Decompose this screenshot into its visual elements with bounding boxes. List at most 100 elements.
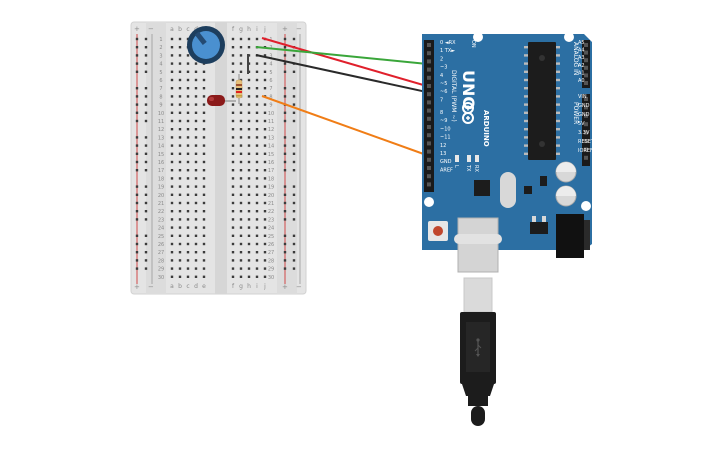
digital-pin-label: 7 xyxy=(440,97,443,103)
row-number: 6 xyxy=(159,78,162,84)
row-number: 17 xyxy=(268,168,274,174)
power-pin-label: IOREF xyxy=(578,148,593,154)
digital-pin-label: ~11 xyxy=(440,135,451,141)
uno-label: UNO xyxy=(459,70,478,110)
reset-button-cap[interactable] xyxy=(433,226,443,236)
row-number: 20 xyxy=(158,193,164,199)
power-label: POWER xyxy=(572,102,579,124)
usb-chip xyxy=(474,180,490,196)
column-letter: f xyxy=(232,26,235,33)
row-number: 16 xyxy=(268,160,274,166)
row-number: 4 xyxy=(159,62,162,68)
column-letter: e xyxy=(202,283,206,290)
mount-hole xyxy=(581,201,591,211)
analog-pin-label: A2 xyxy=(578,63,585,69)
row-number: 26 xyxy=(158,242,164,248)
digital-pin-label: ~9 xyxy=(440,118,447,124)
digital-pin-label: GND xyxy=(440,159,452,165)
analog-label: ANALOG IN xyxy=(572,42,579,75)
row-number: 30 xyxy=(268,275,274,281)
digital-pin-label: ~6 xyxy=(440,89,447,95)
row-number: 14 xyxy=(158,144,164,150)
row-number: 13 xyxy=(268,135,274,141)
row-number: 11 xyxy=(268,119,274,125)
column-letter: b xyxy=(178,283,182,290)
column-letter: d xyxy=(194,283,198,290)
row-number: 5 xyxy=(269,70,272,76)
row-number: 14 xyxy=(268,144,274,150)
rail-plus-label: + xyxy=(134,283,140,291)
mount-hole xyxy=(473,32,483,42)
row-number: 27 xyxy=(268,250,274,256)
power-pin-label: RESET xyxy=(578,139,595,145)
row-number: 25 xyxy=(158,234,164,240)
small-chip xyxy=(540,176,547,186)
column-letter: g xyxy=(239,283,243,290)
row-number: 12 xyxy=(158,127,164,133)
tx-led xyxy=(467,155,471,162)
column-letter: b xyxy=(178,26,182,33)
potentiometer-icon[interactable] xyxy=(187,26,225,64)
row-number: 2 xyxy=(159,45,162,51)
digital-pin-label: ~3 xyxy=(440,65,447,71)
row-number: 23 xyxy=(158,217,164,223)
row-number: 24 xyxy=(268,226,274,232)
voltage-regulator xyxy=(530,222,548,234)
rail-minus-label: − xyxy=(296,25,302,33)
row-number: 12 xyxy=(268,127,274,133)
l-led xyxy=(455,155,459,162)
arduino-uno-board[interactable]: 0 ◄RX1 TX►2~34~5~678~9~10~111213GNDAREF … xyxy=(422,32,595,273)
row-number: 29 xyxy=(158,267,164,273)
column-letter: a xyxy=(170,283,174,290)
row-number: 28 xyxy=(268,258,274,264)
digital-pin-label: 8 xyxy=(440,110,443,116)
column-letter: h xyxy=(247,283,251,290)
usb-port xyxy=(457,217,499,273)
row-number: 17 xyxy=(158,168,164,174)
analog-pin-label: A3 xyxy=(578,55,585,61)
row-number: 3 xyxy=(159,53,162,59)
breadboard[interactable]: + − + − + − + − abcdefghijabcdefghij 112… xyxy=(130,21,307,295)
row-number: 30 xyxy=(158,275,164,281)
row-number: 7 xyxy=(159,86,162,92)
led-icon[interactable] xyxy=(207,95,236,106)
breadboard-center-channel xyxy=(215,22,227,294)
digital-pin-label: 4 xyxy=(440,73,443,79)
analog-header[interactable] xyxy=(582,40,590,88)
row-number: 3 xyxy=(269,53,272,59)
digital-pin-label: AREF xyxy=(440,167,453,173)
digital-pin-label: 0 ◄RX xyxy=(440,40,456,46)
power-header[interactable] xyxy=(582,94,590,166)
power-pin-label: 5V xyxy=(578,121,585,127)
row-number: 16 xyxy=(158,160,164,166)
power-jack xyxy=(556,214,584,258)
l-label: L xyxy=(453,165,459,168)
resistor-icon[interactable] xyxy=(235,74,243,104)
row-number: 29 xyxy=(268,267,274,273)
column-letter: i xyxy=(256,26,258,33)
analog-pin-label: A5 xyxy=(578,40,585,46)
row-number: 19 xyxy=(268,185,274,191)
microcontroller-chip xyxy=(528,42,556,160)
row-number: 5 xyxy=(159,70,162,76)
row-number: 28 xyxy=(158,258,164,264)
wire-orange[interactable] xyxy=(261,95,433,158)
on-label: ON xyxy=(470,40,476,48)
digital-header[interactable] xyxy=(424,40,434,192)
digital-pin-label: 13 xyxy=(440,151,446,157)
row-number: 8 xyxy=(159,94,162,100)
row-number: 9 xyxy=(159,103,162,109)
rx-label: RX xyxy=(473,165,479,172)
row-number: 10 xyxy=(158,111,164,117)
tx-label: TX xyxy=(465,164,471,172)
small-chip xyxy=(524,186,532,194)
row-number: 25 xyxy=(268,234,274,240)
row-number: 21 xyxy=(158,201,164,207)
column-letter: i xyxy=(256,283,258,290)
crystal-oscillator xyxy=(500,172,516,208)
usb-cable-icon[interactable] xyxy=(460,277,496,426)
column-letter: j xyxy=(263,283,266,290)
digital-pin-label: 1 TX► xyxy=(440,48,455,54)
row-number: 23 xyxy=(268,217,274,223)
